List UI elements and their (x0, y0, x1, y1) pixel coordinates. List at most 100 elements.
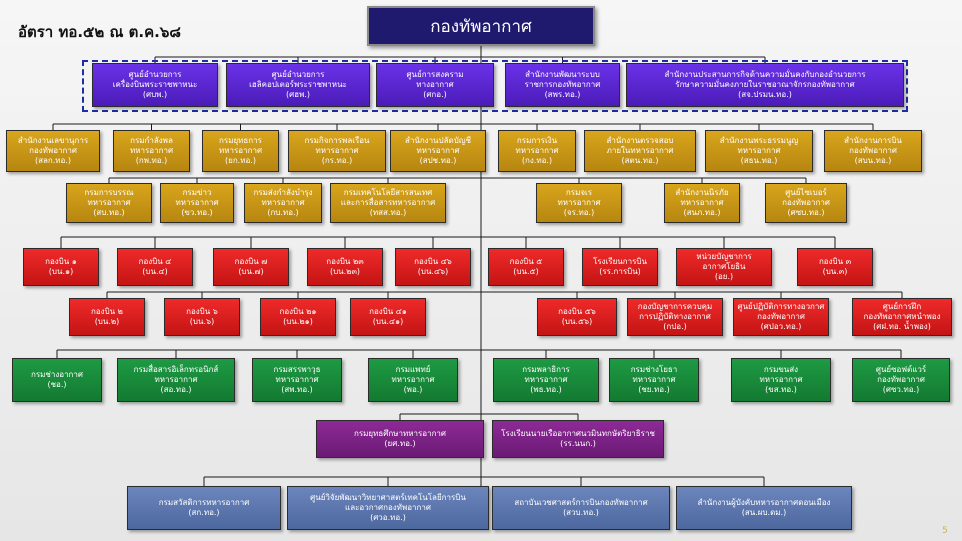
unit-label-line: โรงเรียนการบิน (593, 257, 647, 266)
unit-label-line: (ขว.ทอ.) (181, 208, 213, 217)
unit-label-line: ศูนย์ปฏิบัติการทางอวกาศ (737, 302, 825, 311)
unit-label-line: กรมขนส่ง (763, 365, 799, 374)
staff-department-box: สำนักงานตรวจสอบภายในทหารอากาศ(สตน.ทอ.) (584, 130, 696, 172)
unit-label-line: กองบิน ๒ (91, 307, 123, 316)
wing-unit-box: ศูนย์ปฏิบัติการทางอวกาศกองทัพอากาศ(ศปอว.… (733, 298, 829, 336)
unit-label-line: (กร.ทอ.) (321, 156, 353, 165)
unit-label-line: (สลก.ทอ.) (34, 156, 72, 165)
staff-department-box: ศูนย์ไซเบอร์กองทัพอากาศ(ศซบ.ทอ.) (765, 183, 847, 223)
unit-label-line: กองบิน ๕๖ (558, 307, 596, 316)
staff-department-box: กรมจเรทหารอากาศ(จร.ทอ.) (536, 183, 622, 223)
unit-label-line: ทหารอากาศ (218, 146, 263, 155)
unit-label-line: การปฏิบัติทางอากาศ (639, 312, 711, 321)
unit-label-line: กองบัญชาการควบคุม (637, 302, 713, 311)
unit-label-line: กองทัพอากาศ (877, 375, 925, 384)
support-department-box: กรมสรรพาวุธทหารอากาศ(สพ.ทอ.) (252, 358, 342, 402)
unit-label-line: สำนักงานตรวจสอบ (606, 136, 674, 145)
unit-label-line: สถาบันเวชศาสตร์การบินกองทัพอากาศ (514, 498, 648, 507)
unit-label-line: ศูนย์การสงคราม (406, 70, 464, 79)
unit-label-line: กรมพลาธิการ (522, 365, 570, 374)
unit-label-line: กองทัพอากาศ (757, 312, 805, 321)
staff-department-box: กรมเทคโนโลยีสารสนเทศและการสื่อสารทหารอาก… (330, 183, 446, 223)
staff-department-box: สำนักงานการบินกองทัพอากาศ(สบน.ทอ.) (824, 130, 922, 172)
unit-label-line: กรมสวัสดิการทหารอากาศ (158, 498, 250, 507)
unit-label-line: กองบิน ๓ (818, 257, 852, 266)
unit-label-line: กรมการเงิน (516, 136, 558, 145)
staff-department-box: กรมกิจการพลเรือนทหารอากาศ(กร.ทอ.) (288, 130, 386, 172)
education-support-box: กรมสวัสดิการทหารอากาศ(สก.ทอ.) (127, 486, 281, 530)
unit-label-line: ทหารอากาศ (261, 198, 305, 207)
unit-label-line: (สจ.ปรมน.ทอ.) (738, 90, 792, 99)
unit-label-line: กองบิน ๗ (234, 257, 268, 266)
unit-label-line: กรมกิจการพลเรือน (304, 136, 370, 145)
unit-label-line: ทหารอากาศ (175, 198, 219, 207)
staff-department-box: กรมส่งกำลังบำรุงทหารอากาศ(กบ.ทอ.) (244, 183, 322, 223)
unit-label-line: กรมการบรรณ (84, 188, 134, 197)
staff-department-box: กรมการบรรณทหารอากาศ(สบ.ทอ.) (66, 183, 152, 223)
wing-unit-box: กองบิน ๔๑(บน.๔๑) (350, 298, 426, 336)
unit-label-line: (ศปอว.ทอ.) (760, 322, 802, 331)
wing-unit-box: กองบิน ๒(บน.๒) (69, 298, 145, 336)
unit-label-line: กองทัพอากาศ (849, 146, 897, 155)
staff-department-box: กรมยุทธการทหารอากาศ(ยก.ทอ.) (202, 130, 279, 172)
unit-label-line: สำนักงานเลขานุการ (17, 136, 89, 145)
unit-label-line: ทหารอากาศ (275, 375, 319, 384)
wing-unit-box: ศูนย์การฝึกกองทัพอากาศหนําพอง(ศฝ.ทอ. น้ำ… (852, 298, 952, 336)
unit-label-line: (บน.๒๓) (329, 267, 361, 276)
command-unit-box: ศูนย์อำนวยการเฮลิคอปเตอร์พระราชพาหนะ(ศฮพ… (226, 63, 370, 107)
education-support-box: สถาบันเวชศาสตร์การบินกองทัพอากาศ(สวบ.ทอ.… (492, 486, 670, 530)
unit-label-line: ทางอากาศ (416, 80, 454, 89)
unit-label-line: กองทัพอากาศหนําพอง (863, 312, 941, 321)
unit-label-line: ศูนย์วิจัยพัฒนาวิทยาศาสตร์เทคโนโลยีการบิ… (310, 493, 466, 502)
unit-label-line: (รร.นนก.) (560, 439, 596, 448)
unit-label-line: ภายในทหารอากาศ (606, 146, 674, 155)
command-unit-box: สำนักงานพัฒนาระบบราชการกองทัพอากาศ(สพร.ท… (505, 63, 620, 107)
unit-label-line: กองทัพอากาศ (782, 198, 830, 207)
unit-label-line: ศูนย์อำนวยการ (128, 70, 182, 79)
unit-label-line: (สพ.ทอ.) (281, 385, 313, 394)
unit-label-line: (บน.๖) (189, 317, 215, 326)
unit-label-line: (สบ.ทอ.) (93, 208, 125, 217)
unit-label-line: กรมส่งกำลังบำรุง (253, 188, 313, 197)
unit-label-line: กองบิน ๔๑ (369, 307, 407, 316)
unit-label-line: ศูนย์อำนวยการ (271, 70, 325, 79)
unit-label-line: ทหารอากาศ (515, 146, 559, 155)
unit-label-line: ศูนย์ไซเบอร์ (785, 188, 827, 197)
wing-unit-box: กองบิน ๑(บน.๑) (23, 248, 99, 286)
unit-label-line: (ศฮพ.) (285, 90, 311, 99)
unit-label-line: กองบิน ๒๓ (326, 257, 364, 266)
unit-label-line: ทหารอากาศ (557, 198, 601, 207)
unit-label-line: (ยศ.ทอ.) (384, 439, 416, 448)
unit-label-line: กรมยุทธการ (219, 136, 262, 145)
unit-label-line: (ศวอ.ทอ.) (370, 513, 406, 522)
unit-label-line: กองทัพอากาศ (29, 146, 77, 155)
unit-label-line: (บน.๕๖) (561, 317, 593, 326)
unit-label-line: (สปช.ทอ.) (419, 156, 457, 165)
unit-label-line: ทหารอากาศ (524, 375, 568, 384)
support-department-box: กรมแพทย์ทหารอากาศ(พอ.) (368, 358, 458, 402)
unit-label-line: กรมกำลังพล (130, 136, 173, 145)
support-department-box: กรมพลาธิการทหารอากาศ(พธ.ทอ.) (493, 358, 599, 402)
unit-label-line: (ศกอ.) (423, 90, 447, 99)
unit-label-line: (จร.ทอ.) (563, 208, 595, 217)
unit-label-line: (สอ.ทอ.) (160, 385, 192, 394)
unit-label-line: กองบิน ๕ (509, 257, 543, 266)
staff-department-box: กรมข่าวทหารอากาศ(ขว.ทอ.) (160, 183, 234, 223)
unit-label-line: (สธน.ทอ.) (740, 156, 778, 165)
unit-label-line: ทหารอากาศ (680, 198, 724, 207)
unit-label-line: กรมแพทย์ (395, 365, 431, 374)
unit-label-line: (สวบ.ทอ.) (563, 508, 599, 517)
wing-unit-box: กองบิน ๔๖(บน.๔๖) (395, 248, 471, 286)
staff-department-box: กรมการเงินทหารอากาศ(กง.ทอ.) (498, 130, 576, 172)
wing-unit-box: กองบิน ๗(บน.๗) (213, 248, 289, 286)
unit-label-line: กองบิน ๔๖ (414, 257, 452, 266)
wing-unit-box: กองบิน ๒๓(บน.๒๓) (307, 248, 383, 286)
rate-label: อัตรา ทอ.๕๒ ณ ต.ค.๖๘ (18, 23, 181, 41)
unit-label-line: ทหารอากาศ (737, 146, 781, 155)
unit-label-line: (บน.๑) (48, 267, 74, 276)
wing-unit-box: กองบิน ๔(บน.๔) (117, 248, 193, 286)
unit-label-line: (สน.ผบ.ดม.) (741, 508, 787, 517)
unit-label-line: ทหารอากาศ (759, 375, 803, 384)
unit-label-line: โรงเรียนนายเรืออากาศนวมินทกษัตริยาธิราช (501, 429, 655, 438)
